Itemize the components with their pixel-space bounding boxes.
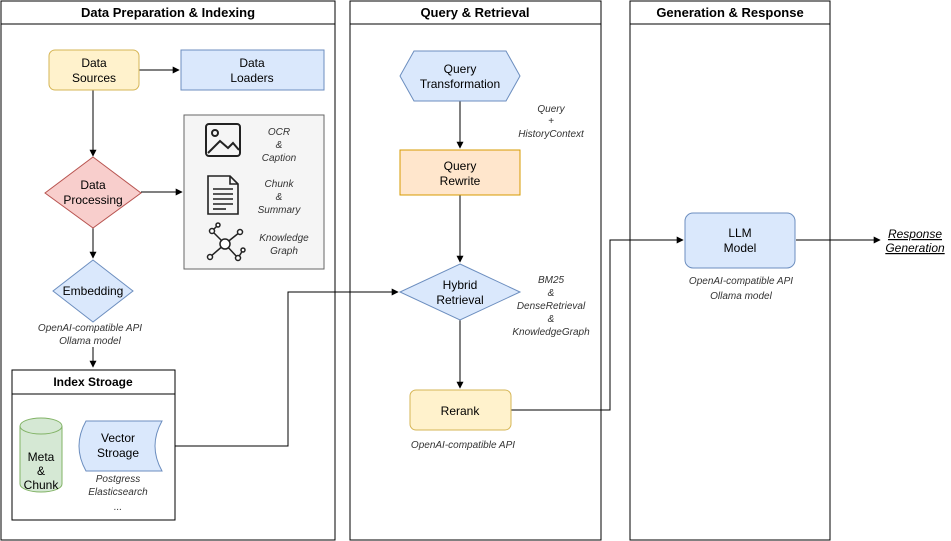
node-query-rewrite: Query Rewrite: [399, 149, 521, 196]
hybrid-note-1: BM25: [538, 275, 565, 286]
hybrid-label-1: Hybrid: [443, 278, 478, 292]
chunk-label-2: &: [276, 192, 283, 203]
node-rerank: Rerank: [409, 389, 512, 431]
chunk-label-1: Chunk: [265, 179, 295, 190]
meta-label-3: Chunk: [24, 478, 60, 492]
data-loaders-label-1: Data: [239, 56, 265, 70]
llm-label-1: LLM: [728, 226, 751, 240]
llm-note-2: Ollama model: [710, 291, 772, 302]
vector-note-2: Elasticsearch: [88, 487, 148, 498]
ocr-label-1: OCR: [268, 127, 290, 138]
edge-rerank-llm: [511, 236, 684, 411]
embedding-note-2: Ollama model: [59, 336, 121, 347]
image-icon: [205, 123, 241, 157]
node-llm-model: LLM Model: [684, 212, 796, 269]
embedding-label: Embedding: [63, 284, 124, 298]
response-label-1: Response: [888, 227, 942, 241]
transformation-label-2: Transformation: [420, 77, 500, 91]
data-loaders-label-2: Loaders: [230, 71, 273, 85]
lane-title-query: Query & Retrieval: [420, 5, 529, 20]
hybrid-note-4: &: [548, 314, 555, 325]
transformation-label-1: Query: [444, 62, 477, 76]
node-meta-chunk: Meta & Chunk: [19, 417, 63, 493]
meta-label-2: &: [37, 464, 45, 478]
lane-title-prep: Data Preparation & Indexing: [81, 5, 255, 20]
data-sources-label-2: Sources: [72, 71, 116, 85]
vector-label-2: Stroage: [97, 446, 139, 460]
kg-label-1: Knowledge: [259, 233, 309, 244]
data-processing-label-1: Data: [80, 178, 106, 192]
hybrid-note-2: &: [548, 288, 555, 299]
data-processing-label-2: Processing: [63, 193, 122, 207]
node-data-processing: Data Processing: [44, 156, 142, 229]
response-label-2: Generation: [885, 241, 945, 255]
lane-generation-response: Generation & Response: [629, 0, 831, 541]
chunk-label-3: Summary: [258, 205, 302, 216]
ocr-label-3: Caption: [262, 153, 297, 164]
node-query-transformation: Query Transformation: [399, 50, 521, 102]
node-data-loaders: Data Loaders: [180, 49, 325, 91]
hybrid-label-2: Retrieval: [436, 293, 483, 307]
hybrid-note-5: KnowledgeGraph: [512, 327, 590, 338]
edge-vector-hybrid: [174, 288, 399, 447]
node-embedding: Embedding: [52, 259, 134, 323]
vector-note-3: ...: [114, 502, 122, 513]
vector-note-1: Postgress: [96, 474, 140, 485]
llm-note-1: OpenAI-compatible API: [689, 276, 793, 287]
transformation-note-3: HistoryContext: [518, 129, 585, 140]
document-icon: [207, 175, 239, 215]
node-data-sources: Data Sources: [48, 49, 140, 91]
lane-query-retrieval: Query & Retrieval: [349, 0, 602, 541]
rewrite-label-2: Rewrite: [440, 174, 481, 188]
processing-outputs-panel: OCR & Caption Chunk & Summary: [183, 114, 325, 270]
meta-label-1: Meta: [28, 450, 55, 464]
ocr-label-2: &: [276, 140, 283, 151]
node-vector-storage: Vector Stroage: [78, 420, 163, 472]
kg-label-2: Graph: [270, 246, 298, 257]
index-storage-title: Index Stroage: [53, 375, 133, 389]
node-hybrid-retrieval: Hybrid Retrieval: [398, 263, 522, 321]
data-sources-label-1: Data: [81, 56, 107, 70]
transformation-note-2: +: [548, 116, 554, 127]
vector-label-1: Vector: [101, 431, 135, 445]
edges: [89, 66, 881, 447]
network-graph-icon: [206, 222, 246, 262]
llm-label-2: Model: [724, 241, 757, 255]
transformation-note-1: Query: [537, 104, 565, 115]
rewrite-label-1: Query: [444, 159, 477, 173]
rerank-label: Rerank: [441, 404, 481, 418]
rerank-note: OpenAI-compatible API: [411, 440, 515, 451]
embedding-note-1: OpenAI-compatible API: [38, 323, 142, 334]
hybrid-note-3: DenseRetrieval: [517, 301, 586, 312]
lane-title-gen: Generation & Response: [656, 5, 803, 20]
